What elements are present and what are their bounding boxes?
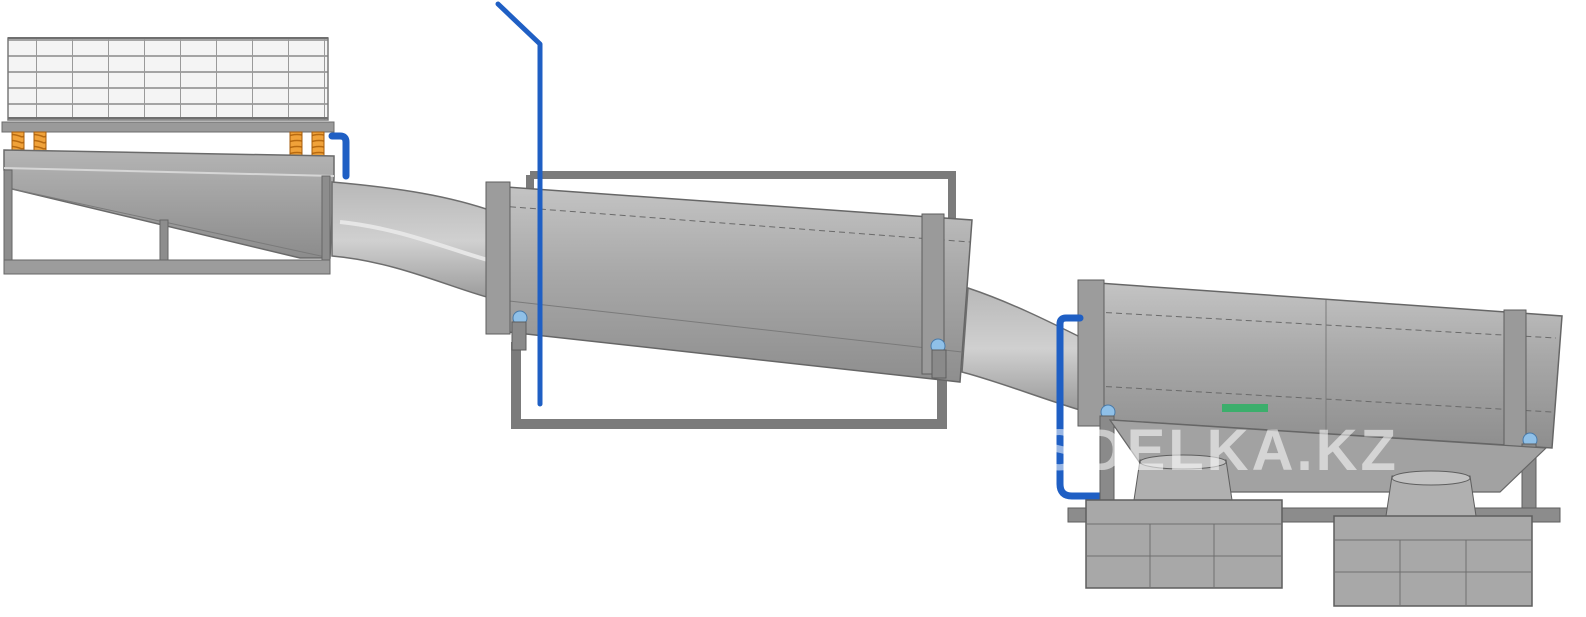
drum2-inlet-ring xyxy=(1077,279,1105,427)
water-supply-pipe xyxy=(495,1,543,407)
feeder-top-frame xyxy=(1,121,335,133)
drum2-status-indicator xyxy=(1222,404,1268,412)
feeder-leg-left xyxy=(3,169,13,263)
grizzly-grid xyxy=(7,37,329,121)
drum1-inlet-ring xyxy=(485,181,511,335)
feeder-leg-right xyxy=(321,175,331,263)
drum1-frame-base xyxy=(511,342,947,429)
feeder-pipe xyxy=(328,132,350,180)
feeder-base xyxy=(3,259,331,275)
drum2-pipe xyxy=(1056,314,1108,500)
discharge-hopper-1 xyxy=(1085,454,1283,589)
drum1-shell xyxy=(489,185,973,383)
discharge-hopper-2 xyxy=(1333,470,1533,607)
feeder-leg-mid xyxy=(159,219,169,263)
watermark-text: SDELKA.KZ xyxy=(1040,418,1399,483)
drum2-outlet-ring xyxy=(1503,309,1527,451)
rotary-drum-1 xyxy=(485,171,973,429)
transfer-chute-1 xyxy=(331,181,499,301)
feed-hopper-unit xyxy=(1,37,350,275)
feeder-body xyxy=(3,149,335,259)
transfer-chute-2 xyxy=(961,286,1083,411)
